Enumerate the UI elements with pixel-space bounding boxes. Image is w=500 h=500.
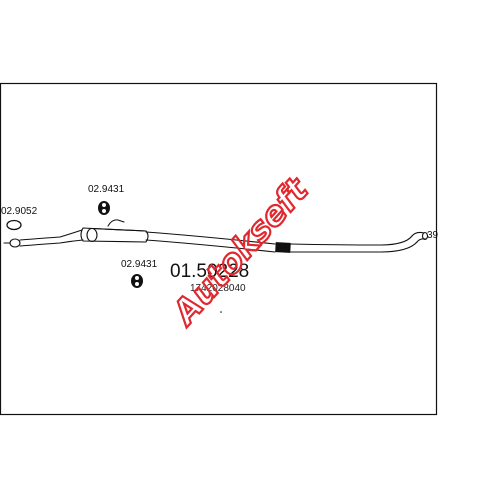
rubber-hanger-icon	[131, 274, 143, 288]
exhaust-pipe-assembly	[3, 219, 429, 313]
component-label: 02.9431	[88, 184, 125, 195]
front-pipe	[19, 229, 83, 241]
rubber-hanger-icon	[98, 201, 110, 215]
rear-outlet	[411, 231, 425, 237]
end-mark-label: 39	[427, 230, 439, 241]
intermediate-pipe	[145, 231, 276, 245]
oem-number: 1742028040	[190, 283, 246, 294]
component-02-9431-top: 02.9431	[88, 184, 125, 215]
muffler-hanger	[107, 219, 125, 227]
component-02-9052: 02.9052	[1, 206, 38, 231]
diagram-frame	[0, 82, 438, 416]
front-muffler	[80, 227, 149, 243]
part-number: 01.50228	[170, 261, 249, 282]
component-02-9431-bottom: 02.9431	[121, 259, 158, 288]
component-label: 02.9052	[1, 206, 38, 217]
pipe-sleeve	[275, 242, 291, 253]
component-label: 02.9431	[121, 259, 158, 270]
rear-pipe	[289, 235, 413, 246]
gasket-ring-icon	[6, 219, 22, 231]
